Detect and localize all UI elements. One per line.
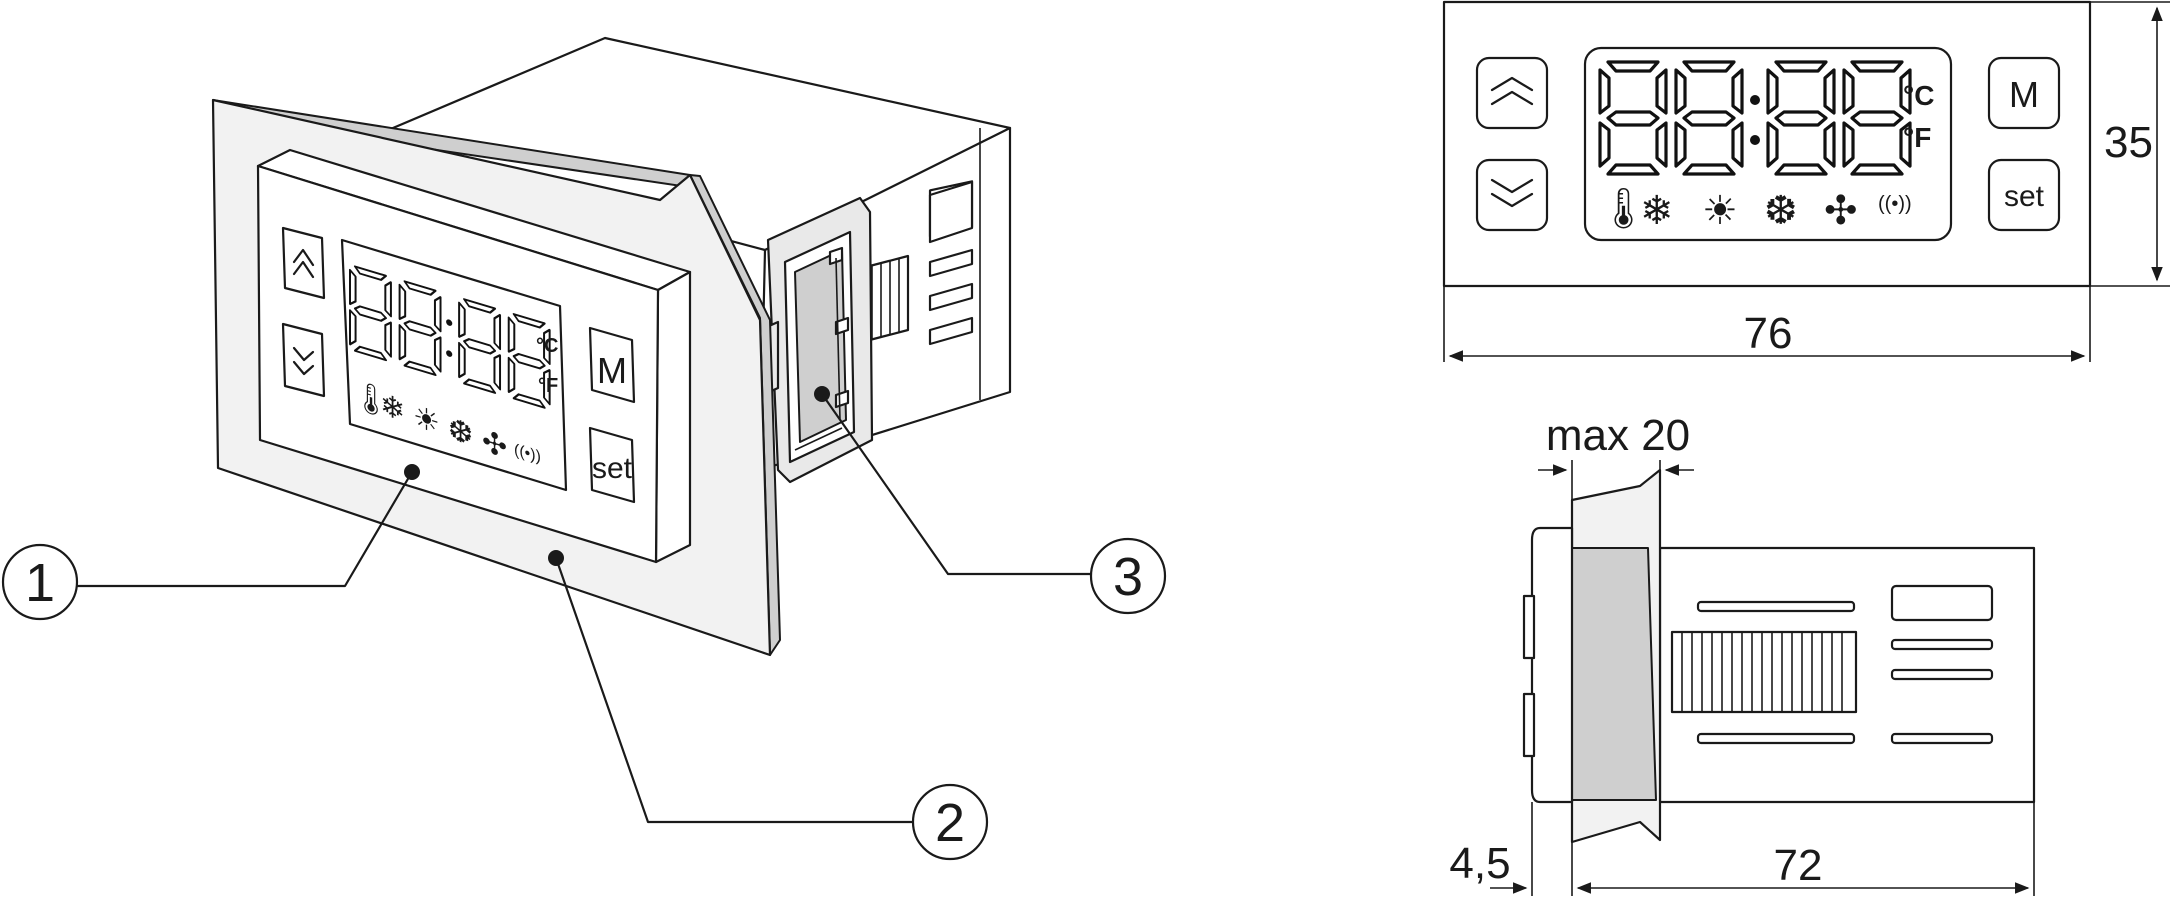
front-button-set-label: set <box>2004 180 2045 213</box>
iso-button-m[interactable]: M <box>588 326 636 404</box>
callout-3-label: 3 <box>1113 547 1143 607</box>
front-button-up[interactable] <box>1475 56 1549 130</box>
dimension-max-depth: max 20 <box>1538 411 1694 528</box>
callout-1-label: 1 <box>25 553 55 613</box>
front-unit-fahrenheit: °F <box>1903 122 1931 153</box>
defrost-icon: ❆ <box>448 412 473 453</box>
front-digit-2 <box>1674 60 1744 176</box>
side-vent-grille <box>1670 630 1858 714</box>
side-bezel <box>1530 526 1574 804</box>
fan-icon: ✣ <box>482 424 507 465</box>
alarm-icon: ((•)) <box>1878 193 1912 215</box>
iso-button-m-label: M <box>597 350 627 391</box>
front-button-down[interactable] <box>1475 158 1549 232</box>
dimension-bezel-depth: 4,5 <box>1449 802 1573 896</box>
iso-button-down[interactable] <box>281 322 326 398</box>
snowflake-icon: ❄ <box>1640 189 1674 233</box>
front-view: M set <box>1442 0 2170 362</box>
iso-unit-fahrenheit: °F <box>538 375 558 397</box>
callout-2-label: 2 <box>935 793 965 853</box>
side-view: max 20 4,5 72 <box>1449 411 2036 896</box>
iso-icon-row: 🌡 ❄ ☀ ❆ ✣ ((•)) <box>352 377 541 466</box>
iso-digit-2 <box>398 280 442 377</box>
defrost-icon: ❆ <box>1764 189 1798 233</box>
front-button-m[interactable]: M <box>1987 56 2061 130</box>
vent-grille <box>860 254 910 344</box>
side-label-window <box>1890 584 1994 622</box>
thermometer-icon: 🌡 <box>1598 187 1649 231</box>
iso-unit-celsius: °C <box>536 335 558 357</box>
dimension-body-length-label: 72 <box>1774 841 1823 890</box>
iso-button-up[interactable] <box>281 226 326 300</box>
callout-2-leader <box>554 556 917 824</box>
callout-3: 3 <box>1089 537 1167 615</box>
callout-1-leader <box>76 470 414 588</box>
snowflake-icon: ❄ <box>380 388 405 429</box>
iso-button-set-label: set <box>592 452 633 485</box>
dimension-body-length: 72 <box>1576 802 2035 896</box>
dimension-height: 35 <box>2090 1 2170 287</box>
callout-2: 2 <box>911 783 989 861</box>
sun-icon: ☀ <box>413 399 440 440</box>
callout-1: 1 <box>1 543 79 621</box>
fan-icon: ✣ <box>1824 189 1858 233</box>
front-button-set[interactable]: set <box>1987 158 2061 232</box>
dimension-max-depth-label: max 20 <box>1546 411 1690 460</box>
dimension-height-label: 35 <box>2104 118 2153 167</box>
front-digit-3 <box>1766 60 1836 176</box>
dimension-width-front-label: 76 <box>1744 309 1793 358</box>
front-unit-celsius: °C <box>1903 80 1934 111</box>
isometric-view: M set <box>1 36 1167 861</box>
dimension-bezel-depth-label: 4,5 <box>1449 839 1510 888</box>
iso-digit-1 <box>349 265 392 362</box>
front-digit-4 <box>1842 60 1912 176</box>
sun-icon: ☀ <box>1702 189 1738 233</box>
callout-3-leader <box>820 392 1094 576</box>
dimension-width-front: 76 <box>1443 286 2091 362</box>
front-icon-row: 🌡 ❄ ☀ ❆ ✣ ((•)) <box>1598 187 1912 233</box>
iso-display <box>349 265 551 409</box>
iso-button-set[interactable]: set <box>588 426 636 504</box>
controller-body <box>358 36 1012 472</box>
controller-front-bezel <box>256 148 692 564</box>
iso-digit-3 <box>458 298 502 394</box>
front-digit-1 <box>1598 60 1668 176</box>
mounting-bracket <box>758 196 874 484</box>
iso-digit-4 <box>507 313 551 409</box>
front-button-m-label: M <box>2009 74 2039 115</box>
front-display-digits <box>1598 60 1912 176</box>
